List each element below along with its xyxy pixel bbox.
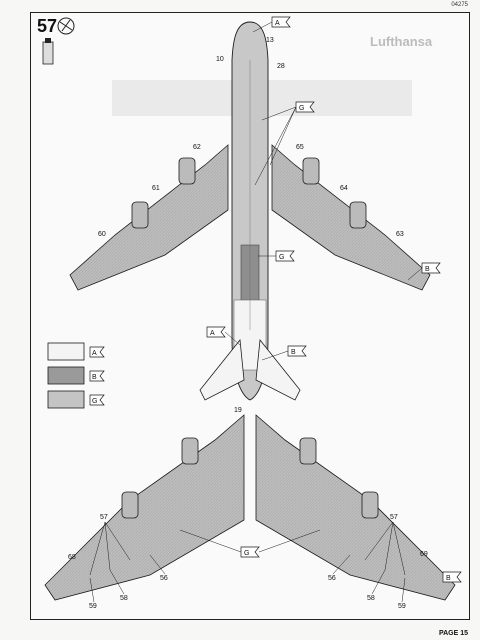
callout-10: 13 [266,37,274,44]
flag-b-tail: B [287,345,307,357]
right-wing-bottom [255,414,456,601]
svg-text:B: B [446,575,451,582]
color-legend: A B G [47,342,105,409]
callout-62: 62 [193,144,201,151]
callout-10-left: 10 [216,56,224,63]
legend-swatch-b [47,366,85,385]
flag-a-tail: A [206,326,226,338]
right-stabilizer [255,338,301,401]
svg-text:A: A [275,20,280,27]
left-wing-bottom [44,414,245,601]
svg-text:G: G [92,398,97,405]
svg-text:B: B [425,266,430,273]
callout-63: 63 [396,231,404,238]
glue-icon [42,38,54,65]
svg-text:B: B [291,349,296,356]
flag-b-wingtip-lower: B [442,571,462,583]
svg-text:A: A [210,330,215,337]
legend-swatch-g [47,390,85,409]
flag-g-wingroot: G [295,101,315,113]
svg-text:G: G [299,105,304,112]
brand-print-through: Lufthansa [370,34,433,49]
page-number: PAGE 15 [438,630,468,637]
callout-61: 61 [152,185,160,192]
left-wing-top [69,144,229,291]
legend-flag-g: G [89,394,105,406]
callout-56-left: 56 [160,575,168,582]
paint-flags: A G G A B B G [179,16,462,583]
engine-pods-upper [131,157,367,229]
callout-58-right: 58 [367,595,375,602]
engine-pods-lower [121,437,379,519]
svg-text:A: A [92,350,97,357]
upper-aircraft [69,21,431,401]
callout-65: 65 [296,144,304,151]
step-number: 57 [37,16,58,36]
callout-68: 68 [68,554,76,561]
callout-59-left: 59 [89,603,97,610]
callout-59-right: 59 [398,603,406,610]
callout-69: 69 [420,551,428,558]
callout-28: 28 [277,63,285,70]
callout-57-left: 57 [100,514,108,521]
legend-swatch-a [47,342,85,361]
flag-a-nose: A [271,16,291,28]
legend-flag-b: B [89,370,105,382]
left-stabilizer [199,338,245,401]
callout-57-right: 57 [390,514,398,521]
callouts-upper: 13 10 13 28 62 65 61 64 60 63 [98,37,404,238]
paint-icon [57,17,75,35]
callout-56-right: 56 [328,575,336,582]
callout-60: 60 [98,231,106,238]
flag-g-belly: G [275,250,295,262]
kit-number: 04275 [451,2,468,8]
lower-aircraft [44,414,456,601]
callout-19: 19 [234,407,242,414]
callout-64: 64 [340,185,348,192]
svg-text:G: G [244,550,249,557]
svg-text:B: B [92,374,97,381]
flag-b-wingtip-upper: B [421,262,441,274]
callout-58-left: 58 [120,595,128,602]
svg-text:G: G [279,254,284,261]
flag-g-lower: G [240,546,260,558]
callouts-lower: 19 57 57 68 69 56 56 58 58 59 59 [68,407,428,610]
legend-flag-a: A [89,346,105,358]
